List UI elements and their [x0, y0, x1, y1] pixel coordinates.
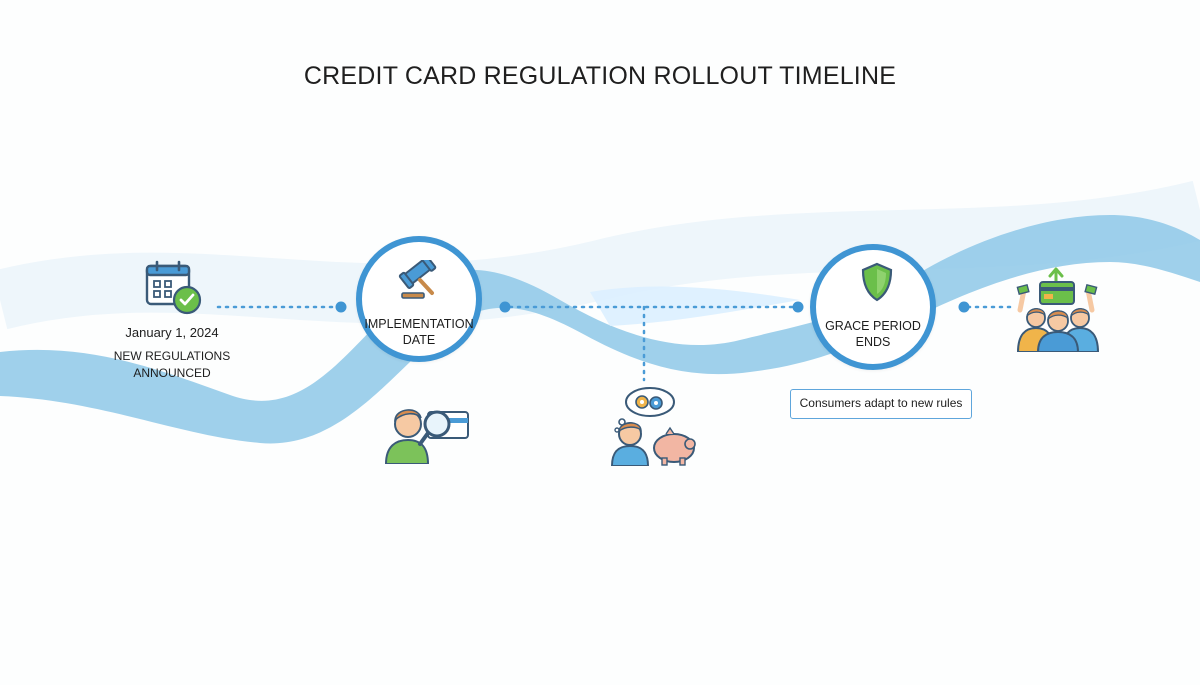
connector-dot	[335, 301, 347, 313]
people-celebrating-card-icon	[1016, 267, 1100, 352]
milestone-1: January 1, 2024 NEW REGULATIONS ANNOUNCE…	[100, 325, 244, 382]
person-thinking-piggybank-icon	[610, 387, 696, 466]
connector-dot	[499, 301, 511, 313]
milestone-label: GRACE PERIOD ENDS	[825, 319, 921, 349]
milestone-label: IMPLEMENTATION DATE	[364, 317, 474, 347]
connector-dot	[958, 301, 970, 313]
calendar-check-icon	[145, 260, 202, 315]
milestone-circle-implementation: IMPLEMENTATION DATE	[356, 236, 482, 362]
ribbon-band	[0, 215, 1200, 444]
person-magnifier-card-icon	[384, 409, 469, 464]
note-callout: Consumers adapt to new rules	[790, 389, 972, 419]
gavel-icon	[398, 260, 437, 299]
milestone-date: January 1, 2024	[125, 325, 219, 340]
milestone-circle-grace-period: GRACE PERIOD ENDS	[810, 244, 936, 370]
shield-icon	[861, 262, 893, 302]
milestone-label: NEW REGULATIONS ANNOUNCED	[113, 349, 231, 380]
page-title: CREDIT CARD REGULATION ROLLOUT TIMELINE	[303, 62, 897, 90]
connector-dot	[792, 301, 804, 313]
